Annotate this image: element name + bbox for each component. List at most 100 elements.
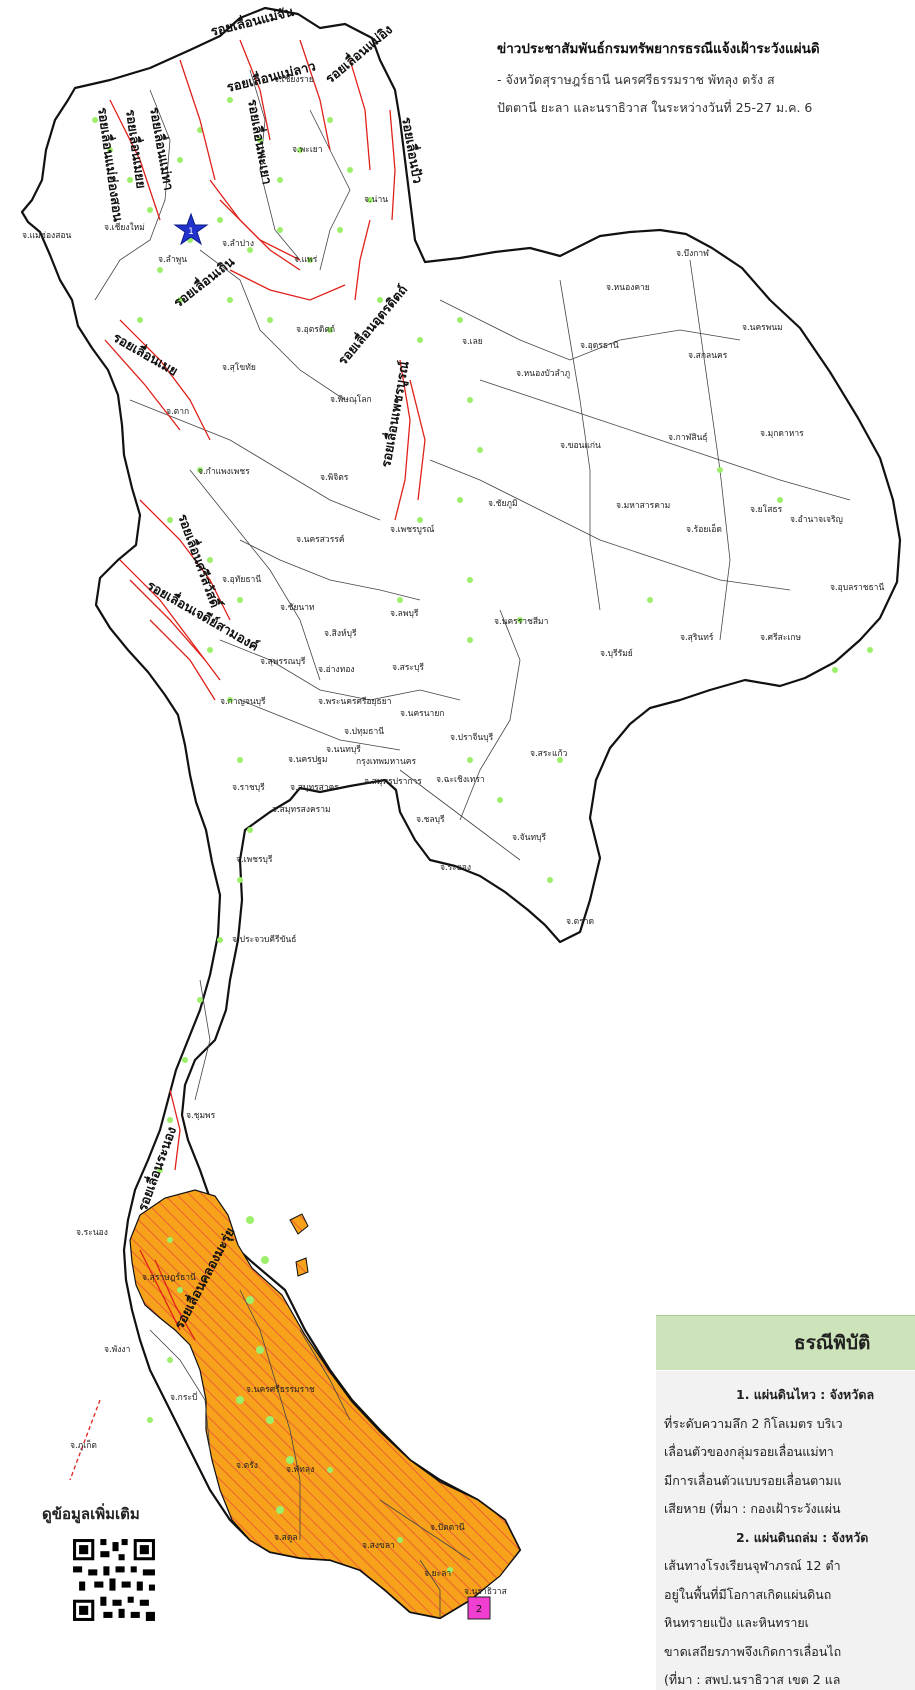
province-label: จ.พัทลุง [286,1465,314,1475]
qr-code-icon[interactable] [70,1536,158,1624]
province-label: จ.นนทบุรี [326,744,361,755]
province-label: จ.ตาก [166,407,189,417]
panel-line: เส้นทางโรงเรียนจุฬาภรณ์ 12 ตำ [664,1558,841,1573]
headline: ข่าวประชาสัมพันธ์กรมทรัพยากรธรณีแจ้งเฝ้า… [497,41,820,57]
panel-line: 1. แผ่นดินไหว : จังหวัดล [736,1387,875,1402]
panel-line: อยู่ในพื้นที่มีโอกาสเกิดแผ่นดินถ [664,1586,832,1602]
province-label: จ.นครพนม [742,323,783,333]
province-labels: จ.เชียงราย จ.พะเยา จ.น่าน จ.แม่ฮ่องสอน จ… [22,74,884,1597]
province-label: จ.อ่างทอง [318,665,355,675]
province-label: จ.เพชรบูรณ์ [390,524,434,535]
province-label: จ.อุทัยธานี [222,574,261,585]
province-label: จ.นครราชสีมา [494,616,548,627]
province-label: จ.อุบลราชธานี [830,582,884,593]
province-label: จ.ขอนแก่น [560,441,601,451]
province-label: จ.พิจิตร [320,473,349,483]
star-icon [173,212,209,246]
panel-line: ขาดเสถียรภาพจึงเกิดการเลื่อนไถ [664,1643,842,1659]
risk-area-dots [92,97,873,1573]
panel-line: มีการเลื่อนตัวแบบรอยเลื่อนตามแ [664,1472,842,1488]
province-label: จ.สิงห์บุรี [324,628,357,639]
province-label: จ.สระแก้ว [530,748,568,759]
province-label: จ.กาญจนบุรี [220,696,266,707]
province-label: จ.อำนาจเจริญ [790,515,843,525]
panel-line: ที่ระดับความลึก 2 กิโลเมตร บริเว [664,1415,843,1431]
province-label: จ.ภูเก็ต [70,1439,97,1451]
province-label: จ.เชียงใหม่ [104,222,145,233]
province-label: จ.หนองคาย [606,283,650,293]
province-boundaries [94,69,851,1618]
province-label: จ.กำแพงเพชร [198,467,250,477]
province-label: จ.กาฬสินธุ์ [668,432,708,443]
province-label: จ.นครปฐม [288,755,327,765]
panel-line: (ที่มา : สพป.นราธิวาส เขต 2 แล [664,1672,841,1687]
province-label: จ.บึงกาฬ [676,249,710,259]
samui-island [289,1213,309,1235]
panel-line: 2. แผ่นดินถล่ม : จังหวัด [736,1529,869,1545]
province-label: จ.อุตรดิตถ์ [296,324,335,335]
province-label: จ.ชุมพร [186,1111,216,1121]
province-label: จ.พระนครศรีอยุธยา [318,696,391,707]
province-label: จ.สุโขทัย [222,362,256,373]
province-label: จ.ชัยนาท [280,603,315,613]
province-label: จ.สงขลา [362,1541,395,1551]
province-label: จ.ยะลา [424,1569,451,1579]
earthquake-marker-number: 1 [188,227,194,237]
province-label: จ.ตราด [566,917,594,927]
panel-line: เสียหาย (ที่มา : กองเฝ้าระวังแผ่น [664,1501,841,1516]
province-label: จ.ลำปาง [222,239,254,249]
panel-line: หินทรายแป้ง และหินทรายเ [664,1615,809,1630]
province-label: จ.ตรัง [236,1461,258,1471]
province-label: จ.สมุทรสงคราม [272,805,331,815]
province-label: จ.พังงา [104,1345,130,1355]
province-label: จ.ปทุมธานี [344,726,384,737]
subline-1: - จังหวัดสุราษฎร์ธานี นครศรีธรรมราช พัทล… [497,72,775,87]
province-label: จ.สกลนคร [688,351,728,361]
province-label: จ.ฉะเชิงเทรา [436,775,485,785]
landslide-marker: 2 [467,1596,491,1620]
province-label: จ.นครศรีธรรมราช [246,1384,315,1395]
province-label: จ.นครนายก [400,709,444,719]
more-info-label: ดูข้อมูลเพิ่มเติม [42,1505,140,1523]
province-label: จ.แพร่ [294,255,318,265]
country-outline [20,6,902,1620]
province-label: จ.บุรีรัมย์ [600,648,633,659]
province-label: จ.สตูล [274,1533,298,1543]
province-label: จ.แม่ฮ่องสอน [22,231,72,241]
province-label: จ.สุพรรณบุรี [260,656,306,667]
fault-lines [69,39,426,1481]
province-label: จ.ร้อยเอ็ด [686,523,722,535]
province-label: จ.มุกดาหาร [760,429,804,439]
province-label: จ.เพชรบุรี [236,854,273,865]
province-label: จ.อุดรธานี [580,340,619,351]
province-label: จ.นครสวรรค์ [296,534,345,545]
province-label: จ.ชลบุรี [416,814,445,825]
panel-title: ธรณีพิบัติ [656,1315,915,1370]
subline-2: ปัตตานี ยะลา และนราธิวาส ในระหว่างวันที่… [497,100,813,115]
province-label: จ.พิษณุโลก [330,394,372,405]
province-label: จ.สุราษฎร์ธานี [142,1272,196,1283]
province-label: จ.กระบี่ [170,1391,197,1403]
earthquake-marker: 1 [173,212,209,246]
province-label: จ.นราธิวาส [464,1587,508,1597]
province-label: จ.สมุทรปราการ [364,777,422,787]
province-label: จ.มหาสารคาม [616,501,670,511]
province-label: จ.เลย [462,337,483,347]
province-label: จ.ลพบุรี [390,608,419,619]
province-label: จ.สระบุรี [392,662,424,673]
landslide-marker-number: 2 [476,1604,482,1615]
province-label: จ.เชียงราย [274,74,314,85]
province-label: จ.ปราจีนบุรี [450,732,494,743]
tao-island [295,1257,309,1277]
province-label: จ.ชัยภูมิ [488,499,518,509]
province-label: จ.น่าน [364,195,388,205]
province-label: จ.จันทบุรี [512,832,546,843]
province-label: จ.ยโสธร [750,504,783,515]
province-label: จ.ราชบุรี [232,782,265,793]
province-label: จ.ประจวบคีรีขันธ์ [232,934,296,945]
panel-body: 1. แผ่นดินไหว : จังหวัดล ที่ระดับความลึก… [656,1371,915,1690]
province-label: จ.สุรินทร์ [680,632,714,643]
province-label: จ.สมุทรสาคร [290,783,339,793]
province-label: จ.ปัตตานี [430,1522,465,1533]
